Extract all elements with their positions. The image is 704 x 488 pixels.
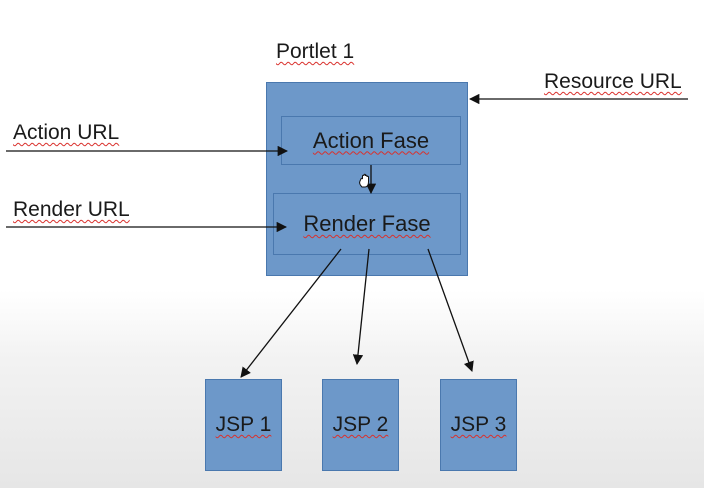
render-url-label: Render URL xyxy=(13,198,130,221)
jsp-3-box: JSP 3 xyxy=(440,379,517,471)
render-fase-box: Render Fase xyxy=(273,193,461,255)
action-url-label: Action URL xyxy=(13,121,120,144)
jsp-1-box: JSP 1 xyxy=(205,379,282,471)
portlet-title: Portlet 1 xyxy=(276,40,355,63)
jsp-2-box: JSP 2 xyxy=(322,379,399,471)
hand-cursor-icon xyxy=(359,173,369,188)
action-fase-box: Action Fase xyxy=(281,116,461,165)
resource-url-label: Resource URL xyxy=(544,70,682,93)
